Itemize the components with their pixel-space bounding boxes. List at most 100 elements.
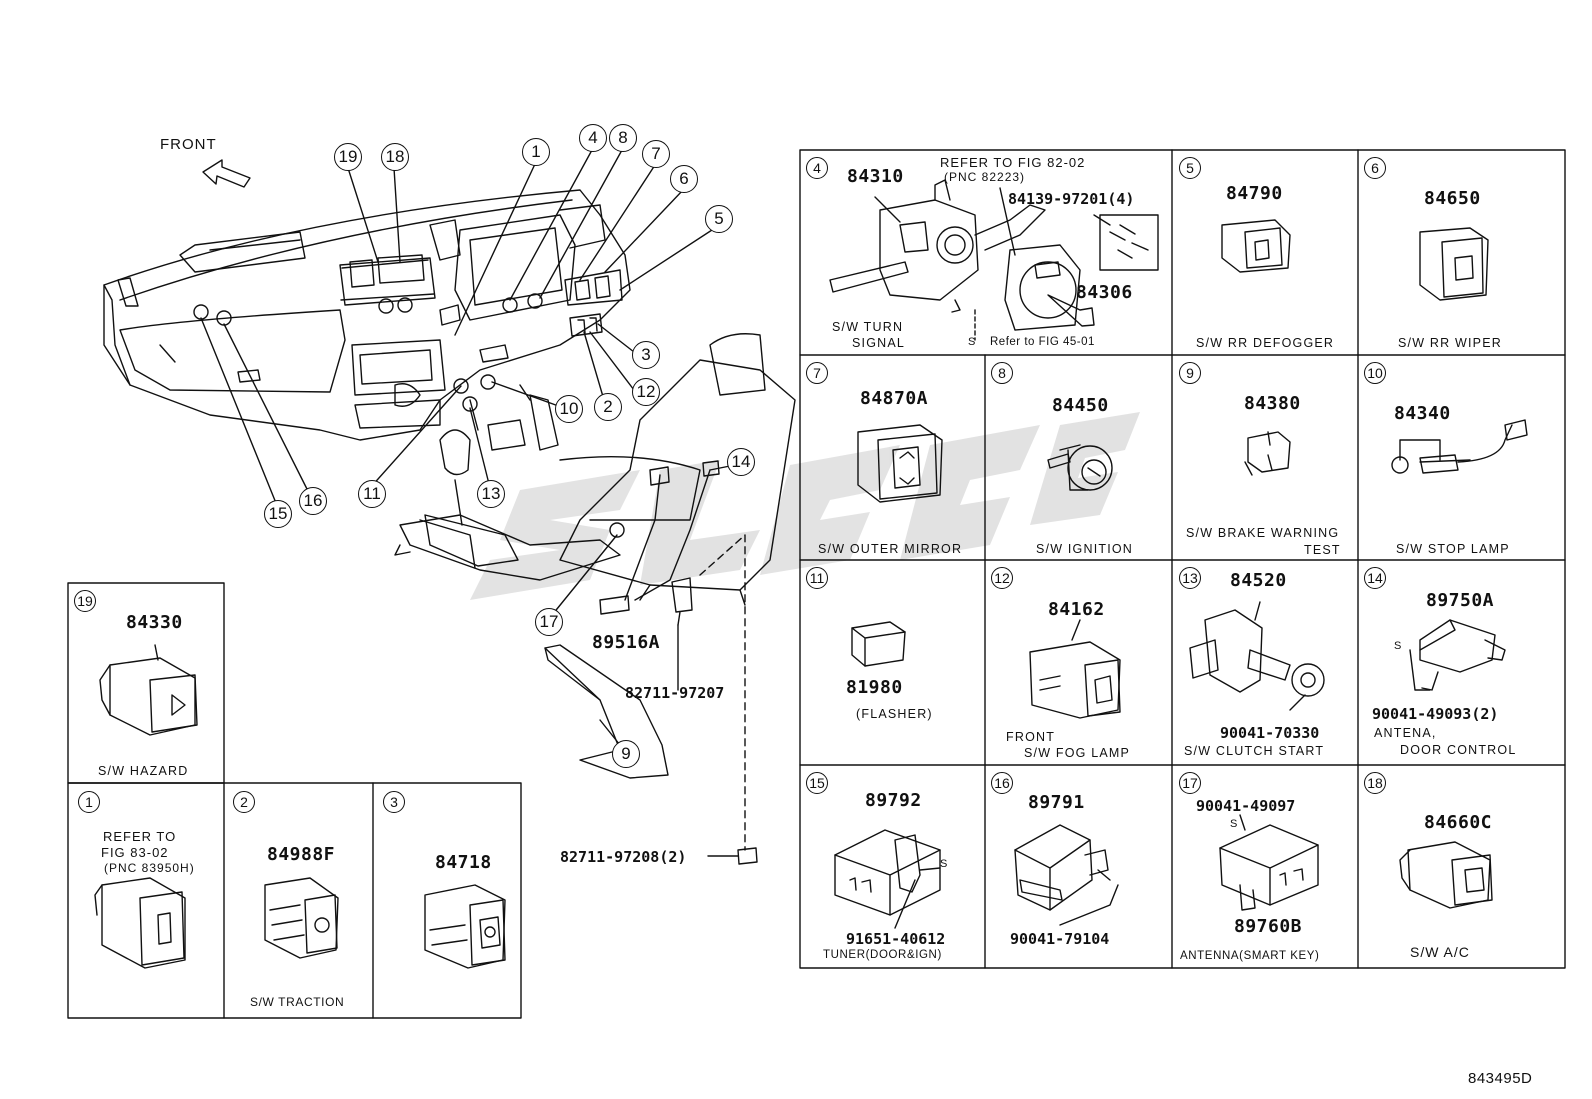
p19-art xyxy=(99,644,198,736)
panel-17-part2: 89760B xyxy=(1234,916,1303,937)
p11-art xyxy=(851,621,906,667)
harness-14 xyxy=(624,469,711,601)
p6-art xyxy=(1419,227,1489,301)
panel-13-part2: 90041-70330 xyxy=(1220,724,1320,742)
callout-9: 9 xyxy=(612,740,640,768)
panel-4-cap2: SIGNAL xyxy=(852,336,906,350)
panel-9-part: 84380 xyxy=(1244,393,1301,414)
panel-4-part: 84310 xyxy=(847,166,904,187)
panel-9-cap1: S/W BRAKE WARNING xyxy=(1186,526,1340,540)
panel-9-cap2: TEST xyxy=(1304,543,1341,557)
panel-19-part: 84330 xyxy=(126,612,183,633)
callout-3: 3 xyxy=(632,341,660,369)
panel-15-part: 89792 xyxy=(865,790,922,811)
callout-18: 18 xyxy=(381,143,409,171)
callout-10: 10 xyxy=(555,395,583,423)
p4-art xyxy=(829,179,1159,341)
panel-7-caption: S/W OUTER MIRROR xyxy=(818,542,963,556)
panel-16-part: 89791 xyxy=(1028,792,1085,813)
callout-2: 2 xyxy=(594,393,622,421)
panel-9-index: 9 xyxy=(1179,362,1201,384)
panel-3-part: 84718 xyxy=(435,852,492,873)
panel-6-caption: S/W RR WIPER xyxy=(1398,336,1502,350)
panel-6-index: 6 xyxy=(1364,157,1386,179)
panel-1-ref2: FIG 83-02 xyxy=(101,845,169,860)
p10-art xyxy=(1391,419,1528,474)
p3-art xyxy=(424,884,506,969)
panel-18-caption: S/W A/C xyxy=(1410,944,1470,960)
p12-art xyxy=(1029,619,1121,719)
panel-8-index: 8 xyxy=(991,362,1013,384)
front-arrow xyxy=(202,159,251,188)
part-82711-97208: 82711-97208(2) xyxy=(560,848,687,866)
panel-grid-right xyxy=(799,149,1566,969)
callout-1: 1 xyxy=(522,138,550,166)
screw-symbol-p17: S xyxy=(1230,818,1239,830)
panel-8-part: 84450 xyxy=(1052,395,1109,416)
panel-7-part: 84870A xyxy=(860,388,929,409)
panel-13-caption: S/W CLUTCH START xyxy=(1184,744,1325,758)
panel-1-ref3: (PNC 83950H) xyxy=(104,861,195,875)
p9-art xyxy=(1244,431,1291,476)
panel-14-index: 14 xyxy=(1364,567,1386,589)
panel-4-ref-top: REFER TO FIG 82-02 xyxy=(940,155,1086,170)
panel-1-index: 1 xyxy=(78,791,100,813)
panel-5-part: 84790 xyxy=(1226,183,1283,204)
callout-11: 11 xyxy=(358,480,386,508)
p13-art xyxy=(1189,601,1325,711)
p2-art xyxy=(264,877,339,959)
panel-15-part2: 91651-40612 xyxy=(846,930,946,948)
p7-art xyxy=(857,424,943,503)
p5-art xyxy=(1221,219,1291,273)
panel-4-ref-pnc: (PNC 82223) xyxy=(944,170,1026,184)
watermark xyxy=(470,412,1140,600)
callout-19: 19 xyxy=(334,143,362,171)
panel-19-index: 19 xyxy=(74,590,96,612)
panel-11-caption: (FLASHER) xyxy=(856,707,933,721)
panel-18-part: 84660C xyxy=(1424,812,1493,833)
panel-4-screw: 84139-97201(4) xyxy=(1008,190,1135,208)
callout-7: 7 xyxy=(642,140,670,168)
figure-code: 843495D xyxy=(1468,1070,1533,1087)
panel-2-caption: S/W TRACTION xyxy=(250,995,345,1009)
panel-11-index: 11 xyxy=(806,567,828,589)
callout-15: 15 xyxy=(264,500,292,528)
p18-art xyxy=(1399,841,1493,909)
p17-art xyxy=(1219,814,1319,911)
panel-18-index: 18 xyxy=(1364,772,1386,794)
panel-14-cap2: DOOR CONTROL xyxy=(1400,743,1517,757)
panel-10-part: 84340 xyxy=(1394,403,1451,424)
panel-grid-left xyxy=(67,582,522,1019)
panel-12-cap2: S/W FOG LAMP xyxy=(1024,746,1131,760)
panel-15-caption: TUNER(DOOR&IGN) xyxy=(823,949,942,961)
panel-16-index: 16 xyxy=(991,772,1013,794)
screw-symbol-p4: S xyxy=(968,336,976,348)
callout-13: 13 xyxy=(477,480,505,508)
panel-8-caption: S/W IGNITION xyxy=(1036,542,1134,556)
panel-5-index: 5 xyxy=(1179,157,1201,179)
leader-lines xyxy=(200,149,736,746)
console-drawing xyxy=(394,429,621,581)
panel-17-caption: ANTENNA(SMART KEY) xyxy=(1180,950,1320,962)
callout-17: 17 xyxy=(535,608,563,636)
panel-4-cap1: S/W TURN xyxy=(832,320,904,334)
p1-art xyxy=(94,877,186,969)
panel-1-ref1: REFER TO xyxy=(103,829,177,844)
seat-drawing xyxy=(559,333,796,606)
panel-14-cap1: ANTENA, xyxy=(1374,726,1437,740)
panel-14-part2: 90041-49093(2) xyxy=(1372,705,1499,723)
panel-10-caption: S/W STOP LAMP xyxy=(1396,542,1510,556)
panel-4-index: 4 xyxy=(806,157,828,179)
panel-3-index: 3 xyxy=(383,791,405,813)
panel-12-cap1: FRONT xyxy=(1006,730,1056,744)
p14-art xyxy=(1409,619,1506,691)
panel-4-ref-bottom: Refer to FIG 45-01 xyxy=(990,336,1095,348)
panel-16-part2: 90041-79104 xyxy=(1010,930,1110,948)
callout-6: 6 xyxy=(670,165,698,193)
panel-10-index: 10 xyxy=(1364,362,1386,384)
panel-2-part: 84988F xyxy=(267,844,336,865)
callout-4: 4 xyxy=(579,124,607,152)
callout-5: 5 xyxy=(705,205,733,233)
